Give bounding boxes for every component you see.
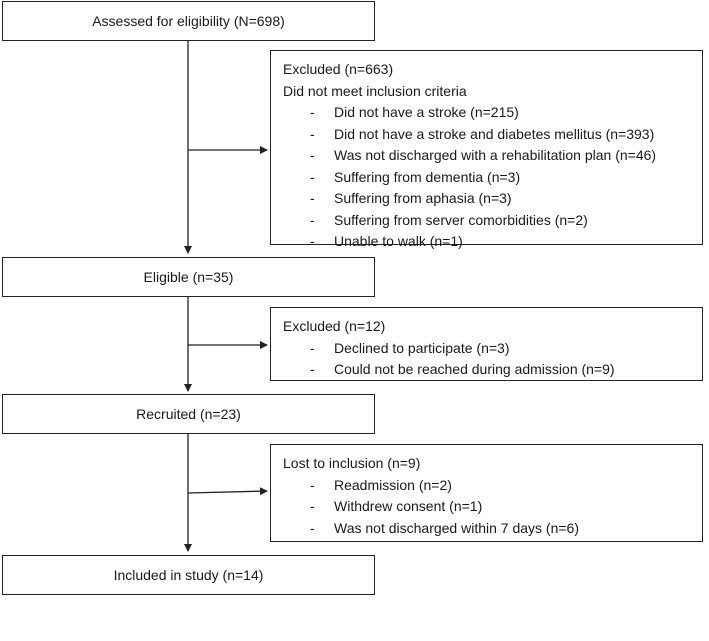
list-item: -Was not discharged within 7 days (n=6) xyxy=(283,518,692,540)
lost-title: Lost to inclusion (n=9) xyxy=(283,455,421,471)
dash-bullet: - xyxy=(310,147,315,163)
assessed-box: Assessed for eligibility (N=698) xyxy=(2,1,375,41)
list-item: -Did not have a stroke and diabetes mell… xyxy=(283,124,692,146)
dash-bullet: - xyxy=(310,211,315,228)
dash-bullet: - xyxy=(310,476,315,493)
list-item: -Withdrew consent (n=1) xyxy=(283,496,692,518)
excluded-box-2: Excluded (n=12) -Declined to participate… xyxy=(270,307,703,381)
dash-bullet: - xyxy=(310,104,315,120)
dash-bullet: - xyxy=(310,498,315,514)
eligible-box: Eligible (n=35) xyxy=(2,257,375,297)
arrow-to-lost xyxy=(187,487,268,496)
list-item: -Readmission (n=2) xyxy=(283,475,692,497)
lost-list: -Readmission (n=2) -Withdrew consent (n=… xyxy=(283,475,692,540)
recruited-label: Recruited (n=23) xyxy=(136,406,241,422)
excluded-1-title: Excluded (n=663) xyxy=(283,61,394,77)
list-item: -Suffering from dementia (n=3) xyxy=(283,167,692,189)
eligible-label: Eligible (n=35) xyxy=(143,269,234,285)
list-item: -Was not discharged with a rehabilitatio… xyxy=(283,145,692,167)
excluded-2-list: -Declined to participate (n=3) -Could no… xyxy=(283,338,692,381)
dash-bullet: - xyxy=(310,339,315,356)
dash-bullet: - xyxy=(310,125,315,142)
list-item: -Did not have a stroke (n=215) xyxy=(283,102,692,124)
list-item: -Suffering from aphasia (n=3) xyxy=(283,188,692,210)
excluded-1-list: -Did not have a stroke (n=215) -Did not … xyxy=(283,102,692,253)
list-item: -Suffering from server comorbidities (n=… xyxy=(283,210,692,232)
dash-bullet: - xyxy=(310,190,315,206)
recruited-box: Recruited (n=23) xyxy=(2,394,375,434)
excluded-1-subtitle: Did not meet inclusion criteria xyxy=(283,82,467,99)
assessed-label: Assessed for eligibility (N=698) xyxy=(92,13,285,29)
dash-bullet: - xyxy=(310,361,315,377)
included-label: Included in study (n=14) xyxy=(113,567,264,583)
included-box: Included in study (n=14) xyxy=(2,555,375,595)
list-item: -Declined to participate (n=3) xyxy=(283,338,692,360)
dash-bullet: - xyxy=(310,519,315,536)
dash-bullet: - xyxy=(310,168,315,185)
dash-bullet: - xyxy=(310,233,315,249)
lost-box: Lost to inclusion (n=9) -Readmission (n=… xyxy=(270,444,703,542)
excluded-2-title: Excluded (n=12) xyxy=(283,318,386,334)
excluded-box-1: Excluded (n=663) Did not meet inclusion … xyxy=(270,50,703,249)
list-item: -Could not be reached during admission (… xyxy=(283,359,692,381)
list-item: -Unable to walk (n=1) xyxy=(283,231,692,253)
